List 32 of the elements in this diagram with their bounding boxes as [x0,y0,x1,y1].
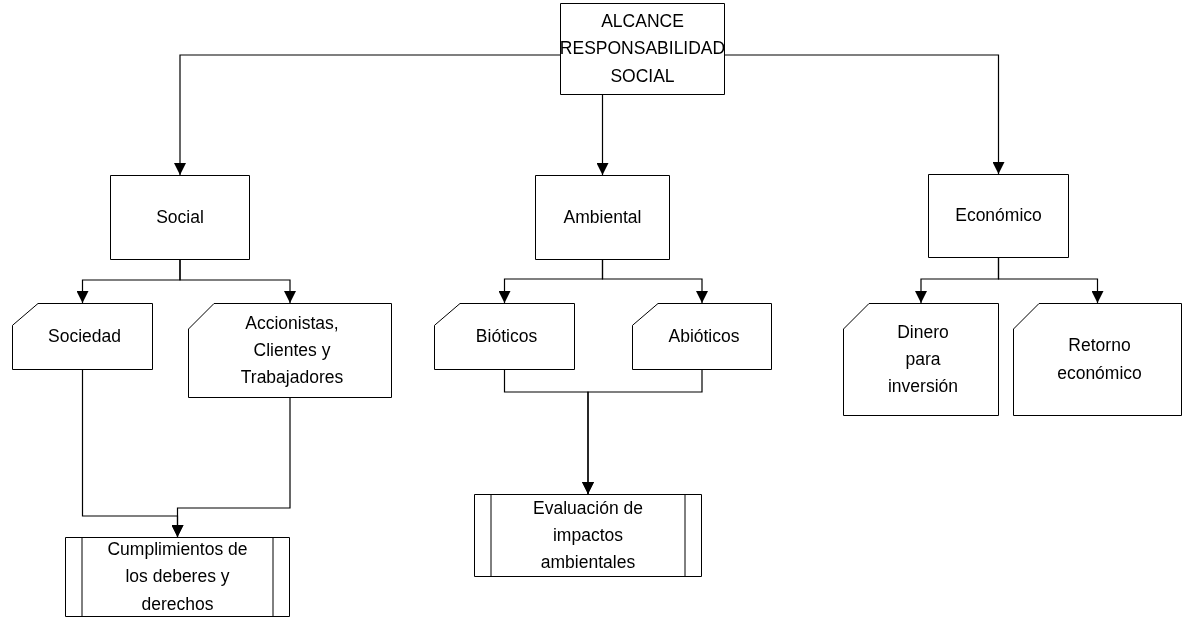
connector-arrow [997,257,1104,304]
node-label: Bióticos [475,324,538,348]
card-shape [12,303,153,370]
connector-arrow [582,369,703,495]
node-label: ALCANCE RESPONSABILIDAD SOCIAL [559,10,726,88]
process-box [560,3,725,95]
node-label: Económico [955,204,1042,228]
card-shape [188,303,392,398]
card-shape [632,303,772,370]
node-label: Sociedad [48,324,121,348]
node-label: Accionistas, Clientes y Trabajadores [239,311,345,390]
node-label: Retorno económico [1056,334,1143,385]
connector-arrow [171,397,291,538]
node-label: Social [156,205,204,229]
process-box [535,175,670,260]
card-shape [843,303,999,416]
node-label: Cumplimientos de los deberes y derechos [106,538,249,616]
predefined-process-box [65,537,290,617]
connector-arrow [179,259,296,304]
connector-arrow [174,54,561,176]
connector-arrow [724,54,1005,175]
node-label: Evaluación de impactos ambientales [532,496,644,575]
node-label: Ambiental [563,205,642,229]
process-box [110,175,250,260]
card-shape [434,303,575,370]
node-label: Dinero para inversión [886,320,959,399]
predefined-process-box [474,494,702,577]
connector-arrow [601,259,708,304]
node-label: Abióticos [668,324,740,348]
card-shape [1013,303,1182,416]
process-box [928,174,1069,258]
connector-arrow [596,94,609,176]
